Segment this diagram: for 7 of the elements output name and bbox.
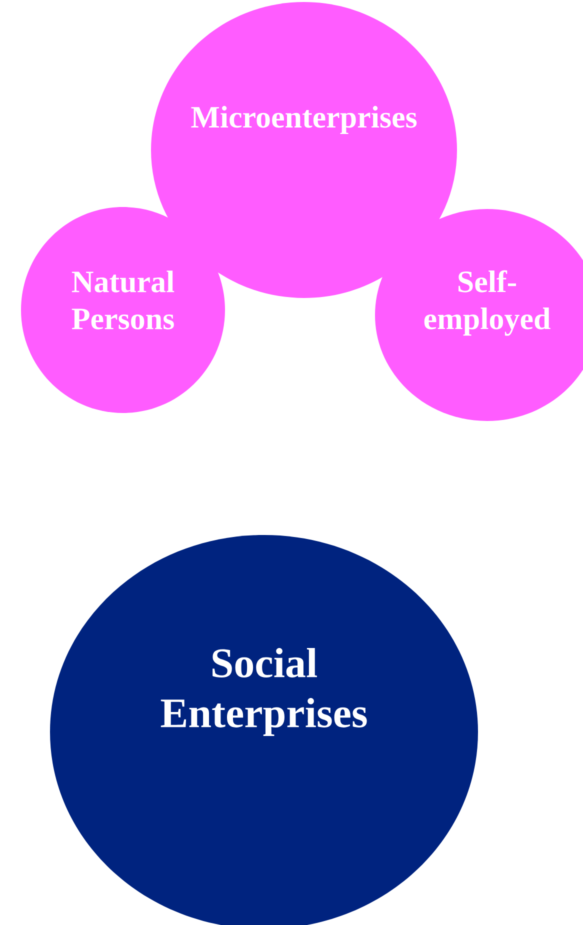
node-label: Social Enterprises [160, 648, 367, 736]
node-label: Natural Persons [72, 270, 174, 330]
ellipse-bubble [21, 207, 225, 413]
node-label: Microenterprises [191, 106, 417, 134]
ellipse-bubble [50, 535, 478, 925]
node-label: Self-employed [424, 270, 550, 336]
ellipse-bubble [375, 209, 583, 421]
